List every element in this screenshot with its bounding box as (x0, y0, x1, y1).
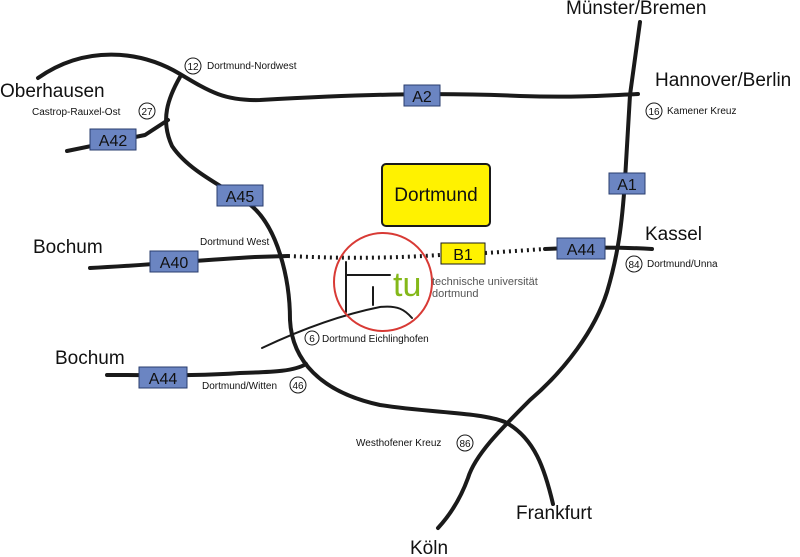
shield-a44-west: A44 (138, 366, 188, 389)
dortmund-label: Dortmund (394, 185, 477, 206)
road-a45 (164, 75, 555, 506)
exits-westhofener-name-label: Westhofener Kreuz (356, 438, 441, 449)
city-oberhausen: Oberhausen (0, 81, 105, 102)
city-frankfurt: Frankfurt (516, 503, 593, 524)
shields-a40-label: A40 (160, 255, 189, 272)
exit-dortmund-nordwest: 12 Dortmund-Nordwest (184, 57, 297, 75)
exit-westhofener-kreuz: Westhofener Kreuz 86 (356, 434, 474, 452)
exits-witten-num-label: 46 (292, 381, 304, 392)
shields-a1-label: A1 (617, 177, 637, 194)
shield-a40: A40 (149, 250, 199, 273)
road-a1 (436, 20, 642, 530)
city-muenster-bremen: Münster/Bremen (566, 0, 706, 19)
shields-a44_west-label: A44 (149, 371, 178, 388)
shields-a42-label: A42 (99, 133, 128, 150)
exit-kamener-kreuz: 16 Kamener Kreuz (645, 102, 736, 120)
road-b1-dotted-west (287, 253, 441, 260)
shields-a44_east-label: A44 (567, 242, 596, 259)
city-kassel: Kassel (645, 224, 702, 245)
dortmund-center-box: Dortmund (381, 163, 491, 227)
shield-a42: A42 (89, 128, 137, 151)
exits-unna-name-label: Dortmund/Unna (647, 259, 718, 270)
city-bochum-north: Bochum (33, 237, 103, 258)
exits-eichlinghofen-name-label: Dortmund Eichlinghofen (322, 334, 429, 345)
exit-castrop-rauxel-ost: Castrop-Rauxel-Ost 27 (32, 102, 156, 120)
road-a44-west (105, 362, 308, 378)
tu-logo: tu technische universität dortmund (393, 266, 538, 304)
shields-a45-label: A45 (226, 189, 255, 206)
shield-a45: A45 (216, 184, 264, 207)
tu-logo-line1: technische universität (432, 276, 538, 288)
tu-logo-line2: dortmund (432, 288, 478, 300)
shields-a2-label: A2 (412, 89, 432, 106)
city-hannover-berlin: Hannover/Berlin (655, 70, 791, 91)
city-koeln: Köln (410, 538, 448, 557)
shield-a44-east: A44 (556, 237, 606, 260)
campus-circle (333, 232, 433, 332)
shield-a1: A1 (608, 172, 646, 195)
exits-kamener-num-label: 16 (648, 107, 660, 118)
road-a2 (36, 52, 640, 103)
exits-nordwest-num-label: 12 (187, 62, 199, 73)
exits-kamener-name-label: Kamener Kreuz (667, 106, 736, 117)
exit-dortmund-unna: 84 Dortmund/Unna (625, 255, 718, 273)
road-b1-dotted-east (484, 247, 546, 255)
shields-b1-label: B1 (453, 247, 473, 264)
local-road-1 (261, 305, 413, 349)
exits-castrop-num-label: 27 (141, 107, 153, 118)
exits-eichlinghofen-num-label: 6 (309, 334, 315, 345)
exit-dortmund-west: Dortmund West (200, 237, 270, 248)
exits-nordwest-name-label: Dortmund-Nordwest (207, 61, 297, 72)
exit-dortmund-witten: Dortmund/Witten 46 (202, 376, 307, 394)
city-bochum-south: Bochum (55, 348, 125, 369)
shield-b1: B1 (440, 242, 486, 265)
exits-unna-num-label: 84 (628, 260, 640, 271)
exit-dortmund-eichlinghofen: 6 Dortmund Eichlinghofen (304, 330, 429, 346)
tu-logo-mark: tu (393, 266, 421, 304)
shield-a2: A2 (403, 84, 441, 107)
exits-witten-name-label: Dortmund/Witten (202, 381, 277, 392)
exits-westhofener-num-label: 86 (459, 439, 471, 450)
exits-castrop-name-label: Castrop-Rauxel-Ost (32, 107, 121, 118)
